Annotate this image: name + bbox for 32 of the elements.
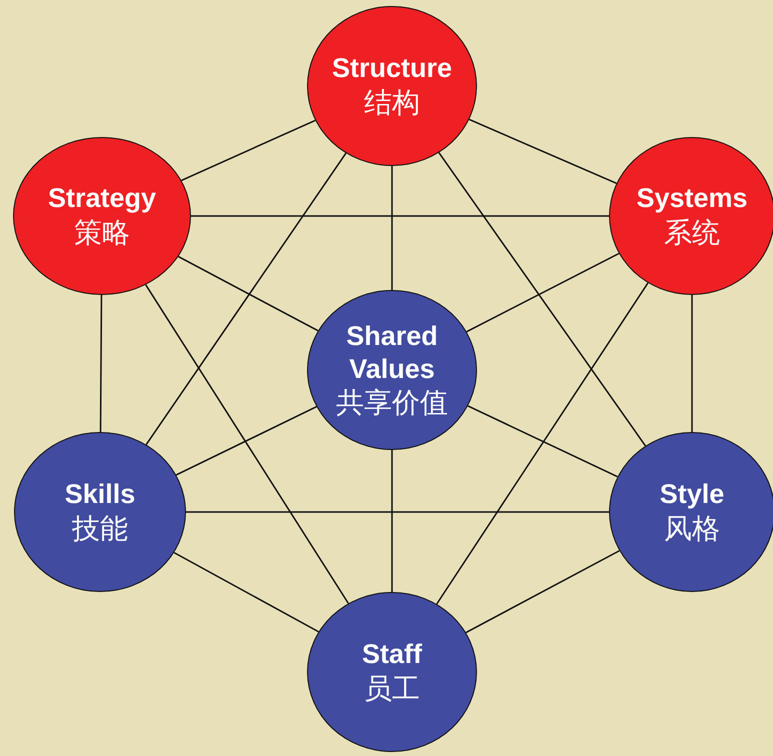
node-title: Strategy (48, 182, 156, 215)
node-subtitle: 策略 (74, 214, 130, 250)
connector-line (186, 511, 609, 513)
node-subtitle: 结构 (364, 84, 420, 120)
node-title: Systems (636, 182, 748, 215)
connector-line (146, 152, 347, 445)
connector-line (468, 118, 617, 184)
connector-line (468, 405, 618, 478)
node-subtitle: 共享价值 (336, 384, 448, 420)
connector-line (466, 252, 620, 332)
node-title: Shared Values (345, 320, 439, 385)
node-title: Skills (64, 478, 136, 511)
node-subtitle: 技能 (72, 510, 128, 546)
connector-line (391, 450, 393, 592)
connector-line (174, 552, 319, 632)
node-title: Style (660, 478, 724, 511)
connector-line (436, 282, 649, 604)
connector-line (100, 295, 102, 432)
node-subtitle: 系统 (664, 214, 720, 250)
connector-line (191, 215, 609, 217)
node-subtitle: 风格 (664, 510, 720, 546)
connector-line (691, 295, 693, 432)
connector-line (145, 284, 349, 604)
connector-line (176, 406, 317, 476)
node-title: Structure (332, 52, 452, 85)
connector-line (181, 120, 316, 182)
node-title: Staff (362, 638, 422, 671)
connector-line (178, 256, 318, 332)
connector-line (466, 550, 620, 634)
connector-line (391, 166, 393, 290)
connector-line (438, 152, 646, 446)
node-subtitle: 员工 (364, 670, 420, 706)
